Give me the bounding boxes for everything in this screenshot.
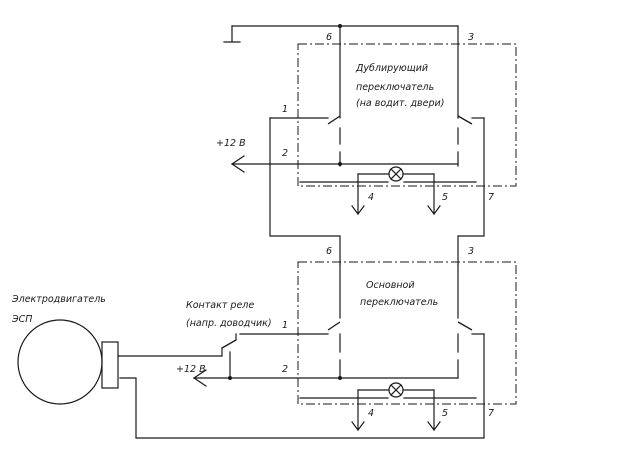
top-pin-3: 3 (468, 32, 474, 43)
bottom-pin-3: 3 (468, 246, 474, 257)
bottom-pin-5: 5 (442, 408, 448, 419)
top-pin-7: 7 (488, 192, 494, 203)
top-pin-2: 2 (282, 148, 288, 159)
plus12-bottom-label: +12 В (176, 364, 206, 375)
plus12-top-label: +12 В (216, 138, 246, 149)
bottom-pin-1: 1 (282, 320, 288, 331)
lamp-bottom (388, 382, 404, 398)
main-switch-contact-left (327, 321, 341, 331)
main-title-1: Основной (366, 280, 415, 291)
arrow-plus12-bottom (192, 369, 207, 387)
wire-left-bus (269, 117, 341, 265)
main-switch-frame (297, 261, 517, 405)
wire-motor-return (119, 333, 485, 439)
top-pin-1: 1 (282, 104, 288, 115)
bottom-pin-4: 4 (368, 408, 374, 419)
dub-title-2: переключатель (356, 82, 434, 93)
top-pin-5: 5 (442, 192, 448, 203)
ground-symbol (223, 25, 241, 43)
relay-contact (221, 333, 237, 379)
wire-right-bus (457, 117, 485, 265)
dub-title-3: (на водит. двери) (356, 98, 444, 109)
motor-label-1: Электродвигатель (11, 294, 106, 305)
dub-switch-contact-right (457, 115, 473, 125)
motor-esp (17, 319, 119, 405)
wire-motor-relay (117, 347, 223, 357)
top-pin-4: 4 (368, 192, 374, 203)
dub-title-1: Дублирующий (355, 63, 428, 74)
dub-switch-contact-left (327, 115, 341, 125)
bottom-pin-6: 6 (326, 246, 332, 257)
relay-label-2: (напр. доводчик) (186, 318, 272, 329)
main-title-2: переключатель (360, 297, 438, 308)
arrow-plus12-top (230, 155, 245, 173)
bottom-pin-2: 2 (282, 364, 288, 375)
main-switch-contact-right (457, 321, 473, 331)
dub-switch-frame (297, 43, 517, 187)
top-pin-6: 6 (326, 32, 332, 43)
relay-label-1: Контакт реле (186, 300, 254, 311)
junction-dot (338, 24, 342, 28)
lamp-top (388, 166, 404, 182)
motor-label-2: ЭСП (11, 314, 32, 325)
bottom-pin-7: 7 (488, 408, 494, 419)
